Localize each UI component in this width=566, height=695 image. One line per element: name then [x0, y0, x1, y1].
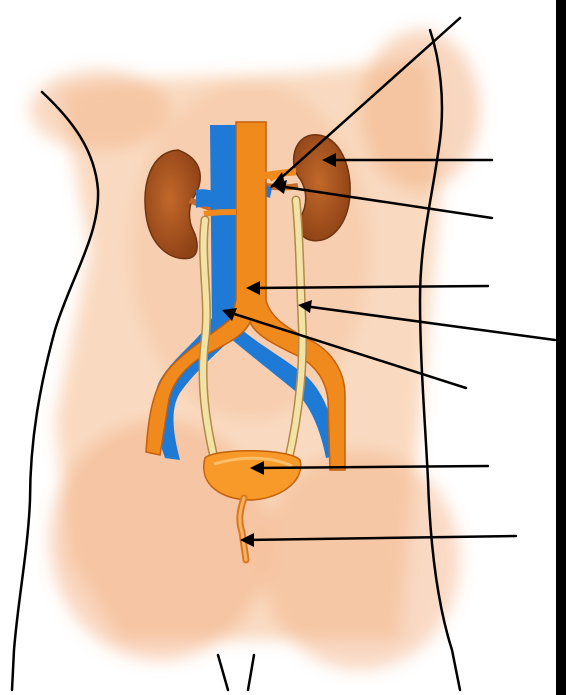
image-border — [556, 0, 566, 695]
